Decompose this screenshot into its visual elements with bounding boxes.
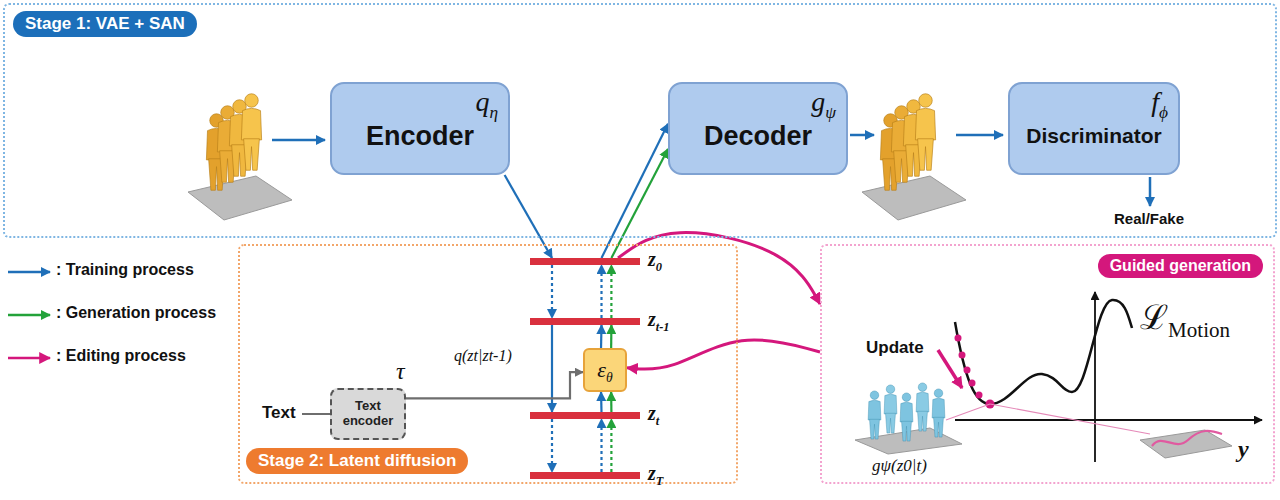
legend-text: : Generation process <box>56 304 216 322</box>
text-subscript: T <box>656 474 664 488</box>
stage-title: Stage 2: Latent diffusion <box>246 448 468 474</box>
connector <box>406 372 583 398</box>
text-encoder-box: Text encoderτ <box>330 388 406 440</box>
connector <box>610 265 612 318</box>
edge-label: q(zt|zt-1) <box>452 347 514 365</box>
text-subscript: t-1 <box>656 320 670 334</box>
latent-bar: zT <box>530 472 640 479</box>
input-label: Text <box>262 403 296 423</box>
encoder-name: Text encoder <box>334 399 402 429</box>
human-figure <box>915 94 935 171</box>
flow-arrow <box>850 134 874 137</box>
text-main: g <box>811 86 825 117</box>
math-symbol: fϕ <box>1151 86 1168 118</box>
connector <box>610 419 612 472</box>
connector <box>551 265 553 318</box>
flow-arrow <box>1149 177 1152 206</box>
plot-axis <box>955 419 1262 421</box>
floor-plane <box>188 176 292 220</box>
update-arrow <box>938 350 962 388</box>
text-subscript: η <box>489 103 498 122</box>
text-main: z <box>648 462 656 484</box>
update-label: Update <box>866 338 924 358</box>
connector <box>600 265 602 318</box>
connector <box>610 392 612 412</box>
text-main: z <box>648 308 656 330</box>
legend-arrow <box>8 314 50 317</box>
text-main: q <box>475 86 489 117</box>
update-dots <box>955 335 995 409</box>
human-figure <box>916 383 929 431</box>
network-name: Discriminator <box>1026 124 1161 148</box>
connector <box>600 325 603 348</box>
noise-predictor-box: εθ <box>583 348 627 392</box>
connector <box>600 419 602 472</box>
text-input-line <box>302 413 330 415</box>
legend-arrow <box>8 357 50 360</box>
leader-line <box>946 404 990 420</box>
loss-label: ℒMotion <box>1140 298 1230 337</box>
text-main: z <box>648 248 656 270</box>
target-label: y <box>1238 436 1249 464</box>
math-symbol: qη <box>475 86 498 118</box>
latent-name: zt-1 <box>648 308 670 331</box>
network-box: Discriminator fϕ <box>1008 82 1180 175</box>
math-symbol: gψ <box>811 86 836 118</box>
text-subscript: t <box>656 414 659 428</box>
text-subscript: ϕ <box>1159 103 1168 122</box>
legend-text: : Training process <box>56 261 194 279</box>
stage-title: Guided generation <box>1098 254 1263 278</box>
stage-title: Stage 1: VAE + SAN <box>13 11 197 37</box>
flow-arrow <box>956 134 1003 137</box>
latent-bar: zt <box>530 412 640 419</box>
latent-name: z0 <box>648 248 662 271</box>
loss-curve <box>955 300 1132 404</box>
connector <box>611 149 668 258</box>
latent-name: zt <box>648 402 659 425</box>
legend-arrow <box>8 271 50 274</box>
human-figure <box>900 393 913 441</box>
connector <box>551 419 553 472</box>
text-subscript: 0 <box>656 260 662 274</box>
human-figure <box>932 389 945 437</box>
stage-region: Guided generation <box>820 244 1275 484</box>
human-figure <box>868 391 881 439</box>
network-name: Encoder <box>366 121 474 152</box>
stage-region: Stage 1: VAE + SANEncoderqηDecodergψDisc… <box>3 3 1277 238</box>
text-main: z <box>648 402 656 424</box>
text-main: ε <box>597 357 606 382</box>
predictor-symbol: εθ <box>597 357 612 382</box>
network-box: Encoderqη <box>330 82 510 175</box>
floor-plane <box>862 176 966 220</box>
human-figure <box>241 94 261 171</box>
leader-line <box>990 404 1150 434</box>
text-main: ℒ <box>1140 299 1168 336</box>
output-label: Real/Fake <box>1114 210 1184 227</box>
math-symbol: τ <box>396 358 405 386</box>
connector <box>610 325 612 348</box>
decoded-motion-label: gψ(z0|t) <box>872 456 927 476</box>
latent-bar: z0 <box>530 258 640 265</box>
plot-axis <box>1094 292 1096 462</box>
text-subscript: Motion <box>1168 318 1230 342</box>
text-main: f <box>1151 86 1159 117</box>
connector <box>627 340 820 369</box>
text-subscript: ψ <box>825 103 836 122</box>
network-box: Decodergψ <box>668 82 848 175</box>
latent-name: zT <box>648 462 663 485</box>
latent-bar: zt-1 <box>530 318 640 325</box>
legend-text: : Editing process <box>56 347 186 365</box>
connector <box>600 392 603 412</box>
human-figure <box>884 385 897 433</box>
network-name: Decoder <box>704 121 812 152</box>
flow-arrow <box>272 139 325 142</box>
floor-plane <box>1140 430 1232 458</box>
text-subscript: θ <box>606 371 613 386</box>
target-trajectory <box>1152 431 1222 446</box>
